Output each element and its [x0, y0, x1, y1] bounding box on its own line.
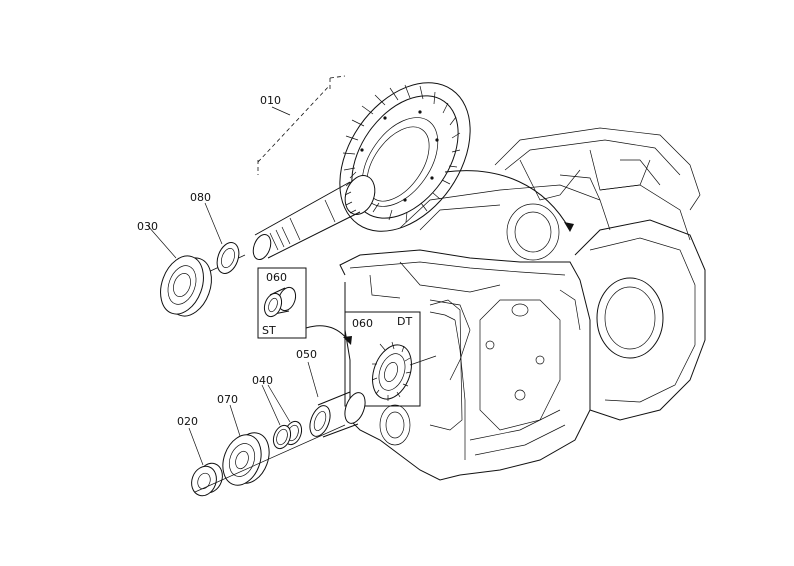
label-060-dt: 060	[352, 317, 373, 330]
ring-gear-bevel	[339, 82, 471, 232]
label-st: ST	[262, 324, 276, 337]
label-050: 050	[296, 348, 317, 361]
sleeve-050	[309, 391, 366, 438]
bearing-030	[160, 255, 212, 317]
leader-lines	[147, 106, 319, 466]
transmission-housing	[339, 127, 706, 481]
label-060-st: 060	[266, 271, 287, 284]
assembly-bracket	[257, 75, 346, 175]
label-dt: DT	[397, 315, 412, 328]
label-020: 020	[177, 415, 198, 428]
bearing-070	[222, 432, 270, 486]
lock-nut-020	[191, 462, 223, 497]
label-010: 010	[260, 94, 281, 107]
label-070: 070	[217, 393, 238, 406]
dt-variant-box	[344, 311, 437, 407]
st-variant-box	[257, 267, 307, 339]
pinion-shaft	[164, 171, 376, 293]
label-080: 080	[190, 191, 211, 204]
shim-washers-040	[272, 420, 303, 450]
assembly-arrow	[444, 170, 574, 232]
label-040: 040	[252, 374, 273, 387]
shim-washer-080	[216, 242, 240, 274]
lower-axis-line	[194, 424, 346, 493]
label-030: 030	[137, 220, 158, 233]
